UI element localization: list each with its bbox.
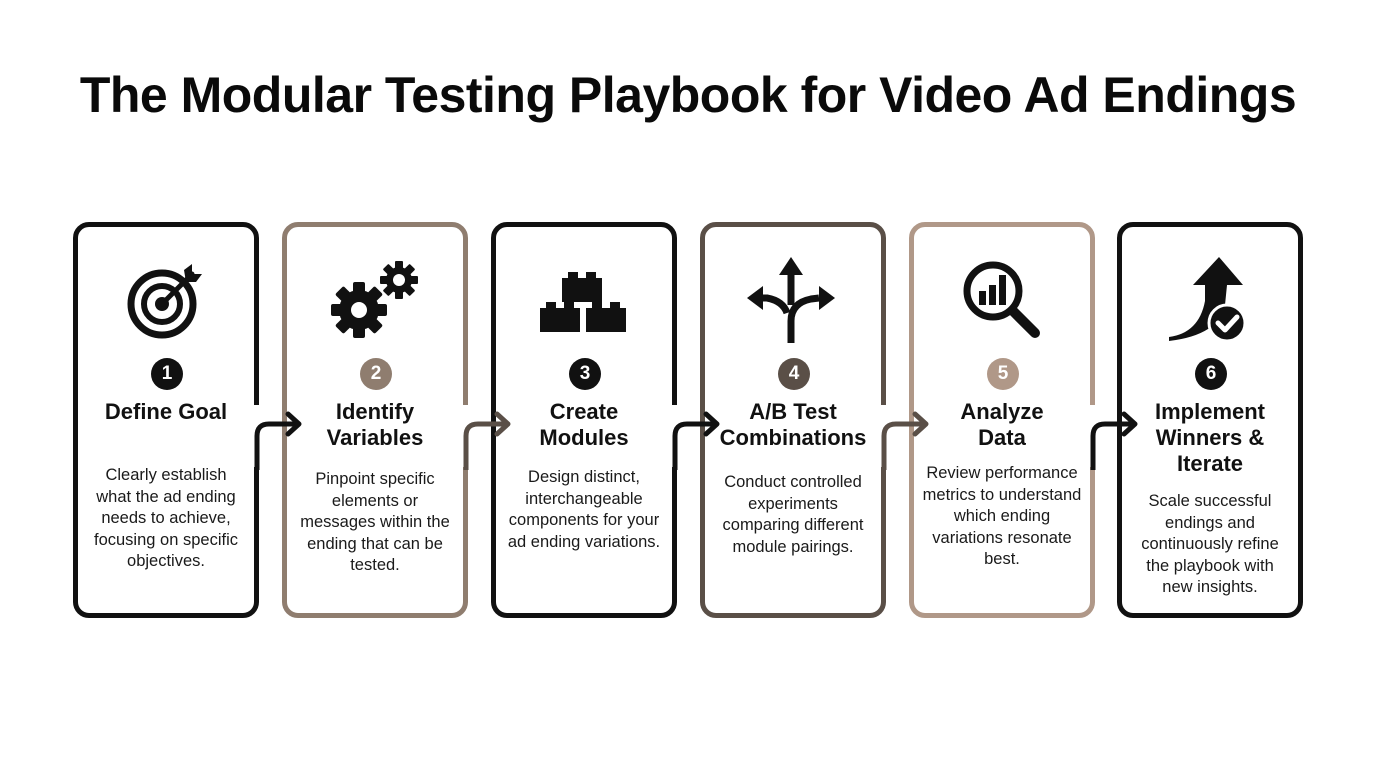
connector-arrow-2-3 <box>463 411 511 470</box>
gears-icon <box>287 255 463 345</box>
step-description: Scale successful endings and continuousl… <box>1141 492 1279 596</box>
step-heading: Create Modules <box>539 399 629 450</box>
step-number-badge: 1 <box>151 358 183 390</box>
target-icon <box>78 255 254 345</box>
connector-arrow-3-4 <box>672 411 720 470</box>
page-title: The Modular Testing Playbook for Video A… <box>79 67 1297 123</box>
step-card-implement-iterate: 6 Implement Winners & Iterate Scale succ… <box>1117 222 1303 618</box>
step-number-badge: 2 <box>360 358 392 390</box>
step-description: Review performance metrics to understand… <box>922 464 1082 568</box>
step-description: Clearly establish what the ad ending nee… <box>94 466 238 570</box>
magnifier-chart-icon <box>914 255 1090 345</box>
step-heading: Analyze Data <box>960 399 1044 450</box>
step-card-identify-variables: 2 Identify Variables Pinpoint specific e… <box>282 222 469 618</box>
connector-arrow-1-2 <box>254 411 302 470</box>
step-number-badge: 6 <box>1195 358 1227 390</box>
step-number-badge: 5 <box>987 358 1019 390</box>
step-description: Conduct controlled experiments comparing… <box>722 473 864 556</box>
step-number-badge: 4 <box>778 358 810 390</box>
step-description: Design distinct, interchangeable compone… <box>507 468 661 551</box>
split-arrows-icon <box>705 255 881 345</box>
step-card-analyze-data: 5 Analyze Data Review performance metric… <box>909 222 1096 618</box>
step-heading: Implement Winners & Iterate <box>1154 399 1266 476</box>
step-heading: A/B Test Combinations <box>719 399 867 450</box>
connector-arrow-5-6 <box>1090 411 1138 470</box>
building-blocks-icon <box>496 255 672 345</box>
growth-arrow-check-icon <box>1122 255 1298 345</box>
step-description: Pinpoint specific elements or messages w… <box>300 470 450 574</box>
connector-arrow-4-5 <box>881 411 929 470</box>
step-number-badge: 3 <box>569 358 601 390</box>
step-card-define-goal: 1 Define Goal Clearly establish what the… <box>73 222 260 618</box>
step-card-ab-test: 4 A/B Test Combinations Conduct controll… <box>700 222 887 618</box>
step-heading: Define Goal <box>104 399 228 424</box>
step-card-create-modules: 3 Create Modules Design distinct, interc… <box>491 222 678 618</box>
step-heading: Identify Variables <box>326 399 424 450</box>
